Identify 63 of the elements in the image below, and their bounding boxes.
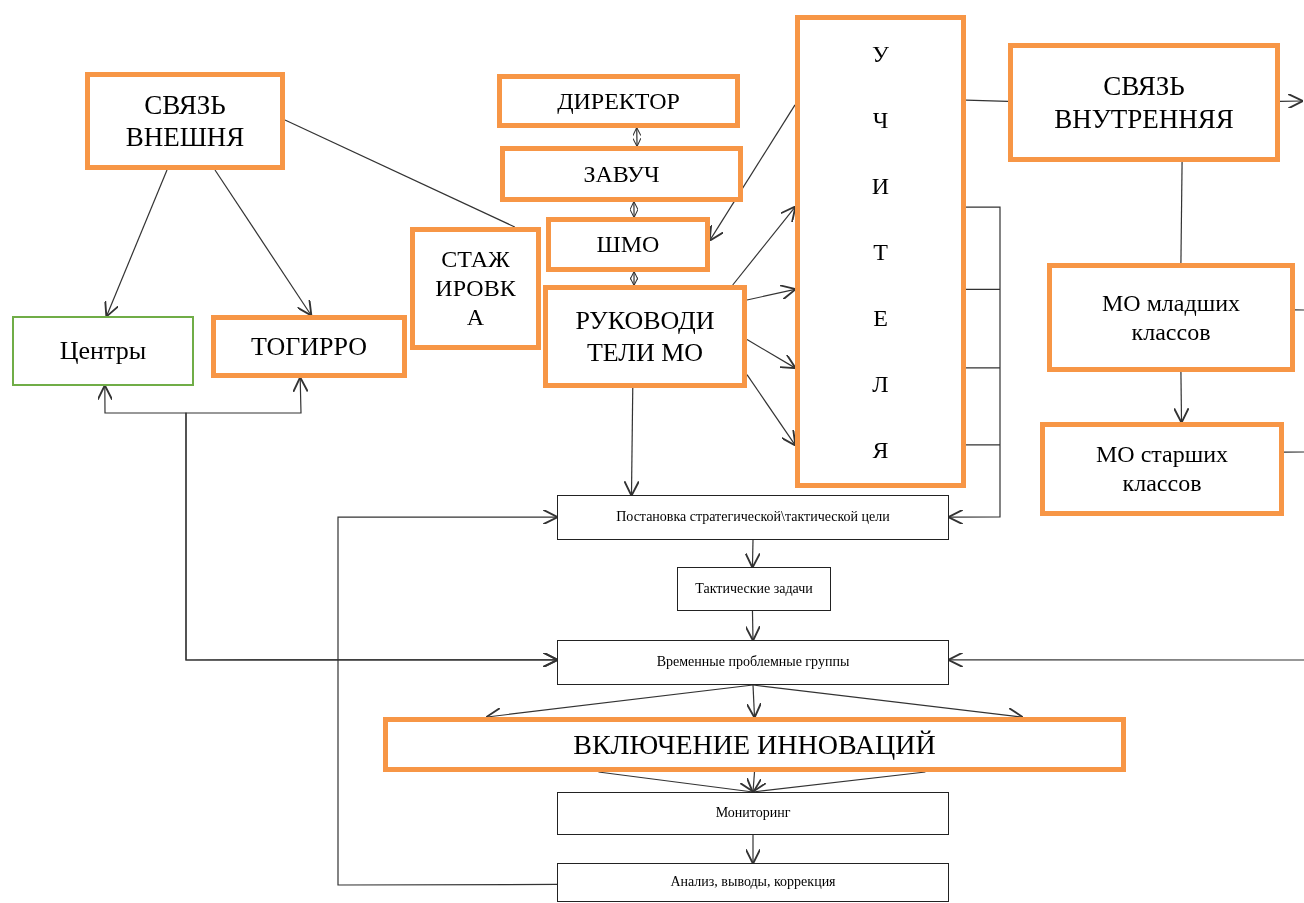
node-label: ТОГИРРО (250, 330, 368, 363)
arrow (744, 539, 761, 569)
arrow (708, 104, 796, 242)
arrow (732, 205, 797, 286)
process-box (557, 495, 949, 540)
process-box (383, 717, 1126, 772)
process-box (500, 146, 743, 202)
arrow (185, 376, 559, 668)
node-label: СВЯЗЬ ВНЕШНЯ (124, 88, 246, 154)
node-label: РУКОВОДИ ТЕЛИ МО (574, 305, 716, 368)
node-label: УЧИТЕЛЯ (870, 39, 891, 465)
node-label: Анализ, выводы, коррекция (670, 874, 836, 891)
arrow (947, 651, 1304, 668)
node-label: ВКЛЮЧЕНИЕ ИННОВАЦИЙ (573, 727, 936, 762)
node-label: Постановка стратегической\тактической цели (616, 509, 890, 526)
arrow (629, 271, 639, 286)
arrow (104, 169, 168, 318)
process-box (211, 315, 407, 378)
process-box (677, 567, 831, 611)
process-box (557, 792, 949, 835)
node-label: ДИРЕКТОР (557, 86, 680, 116)
process-box (410, 227, 541, 350)
node-label: ЗАВУЧ (583, 159, 660, 189)
node-label: СВЯЗЬ ВНУТРЕННЯЯ (1053, 70, 1235, 135)
connector-line (1283, 451, 1304, 453)
arrow (745, 771, 763, 794)
node-label: СТАЖ ИРОВК А (434, 245, 517, 332)
arrow (745, 684, 762, 719)
node-label: Центры (59, 335, 147, 367)
process-box (85, 72, 285, 170)
process-box (557, 640, 949, 685)
arrow (623, 387, 640, 497)
arrow (1173, 371, 1190, 424)
arrow (744, 610, 761, 642)
node-label: МО старших классов (1094, 440, 1230, 498)
process-box (1008, 43, 1280, 162)
process-box (795, 15, 966, 488)
arrow (1279, 93, 1304, 110)
arrow (746, 374, 797, 447)
arrow (214, 169, 313, 317)
arrow (629, 201, 639, 218)
process-box (543, 285, 747, 388)
arrow (337, 508, 559, 886)
node-label: Мониторинг (715, 805, 791, 822)
node-label: ШМО (596, 230, 660, 259)
arrow (744, 834, 762, 865)
node-label: МО младших классов (1101, 288, 1241, 347)
process-box (546, 217, 710, 272)
process-box (557, 863, 949, 902)
connector-line (284, 119, 516, 228)
process-box (12, 316, 194, 386)
connector-line (1180, 161, 1183, 264)
connector-line (965, 99, 1009, 102)
arrow (746, 339, 797, 370)
node-label: Тактические задачи (695, 580, 813, 598)
arrow (947, 206, 1001, 526)
process-box (1040, 422, 1284, 516)
process-box (497, 74, 740, 128)
arrow (632, 127, 642, 147)
arrow (746, 284, 797, 301)
process-box (1047, 263, 1295, 372)
node-label: Временные проблемные группы (656, 654, 850, 671)
connector-line (1294, 309, 1304, 311)
